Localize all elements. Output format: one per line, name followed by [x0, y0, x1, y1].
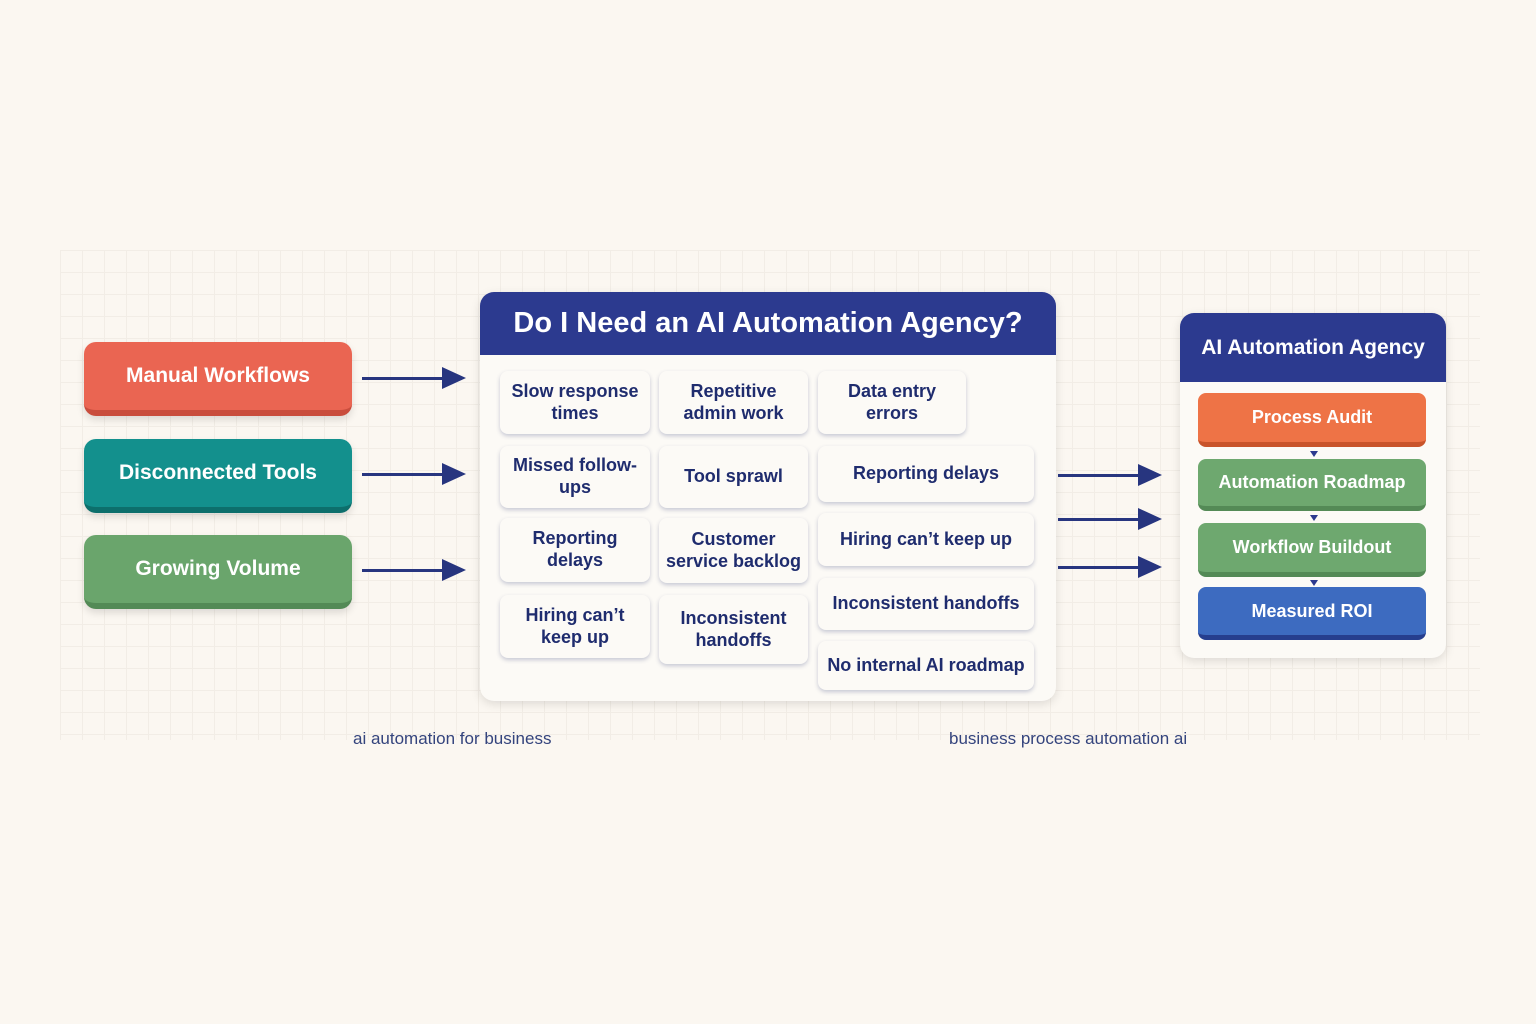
- symptom-card: Tool sprawl: [659, 446, 808, 508]
- symptom-card: Inconsistent handoffs: [659, 595, 808, 664]
- step-measured-roi: Measured ROI: [1198, 587, 1426, 640]
- symptom-card: Slow response times: [500, 371, 650, 434]
- caption-right: business process automation ai: [949, 729, 1188, 748]
- step-process-audit: Process Audit: [1198, 393, 1426, 447]
- input-disconnected-tools: Disconnected Tools: [84, 439, 352, 513]
- input-growing-volume: Growing Volume: [84, 535, 352, 609]
- symptom-card: Missed follow-ups: [500, 446, 650, 508]
- symptom-card: Customer service backlog: [659, 518, 808, 583]
- symptom-card: Hiring can’t keep up: [500, 595, 650, 658]
- step-automation-roadmap: Automation Roadmap: [1198, 459, 1426, 511]
- symptom-card: Data entry errors: [818, 371, 966, 434]
- arrow-down-icon: [1310, 515, 1318, 521]
- agency-title: AI Automation Agency: [1180, 313, 1446, 382]
- arrow-right-icon: [362, 367, 466, 389]
- caption-left: ai automation for business: [353, 729, 552, 748]
- arrow-right-icon: [362, 559, 466, 581]
- arrow-down-icon: [1310, 580, 1318, 586]
- arrow-right-icon: [1058, 464, 1162, 486]
- input-manual-workflows: Manual Workflows: [84, 342, 352, 416]
- arrow-down-icon: [1310, 451, 1318, 457]
- symptom-card: Hiring can’t keep up: [818, 513, 1034, 566]
- symptom-card: Reporting delays: [500, 518, 650, 582]
- symptom-card: Inconsistent handoffs: [818, 578, 1034, 630]
- arrow-right-icon: [1058, 508, 1162, 530]
- symptom-card: Repetitive admin work: [659, 371, 808, 434]
- step-workflow-buildout: Workflow Buildout: [1198, 523, 1426, 577]
- symptom-card: No internal AI roadmap: [818, 641, 1034, 690]
- agency-panel: AI Automation Agency Process Audit Autom…: [1180, 313, 1446, 658]
- arrow-right-icon: [362, 463, 466, 485]
- center-title: Do I Need an AI Automation Agency?: [480, 292, 1056, 355]
- arrow-right-icon: [1058, 556, 1162, 578]
- symptom-card: Reporting delays: [818, 446, 1034, 502]
